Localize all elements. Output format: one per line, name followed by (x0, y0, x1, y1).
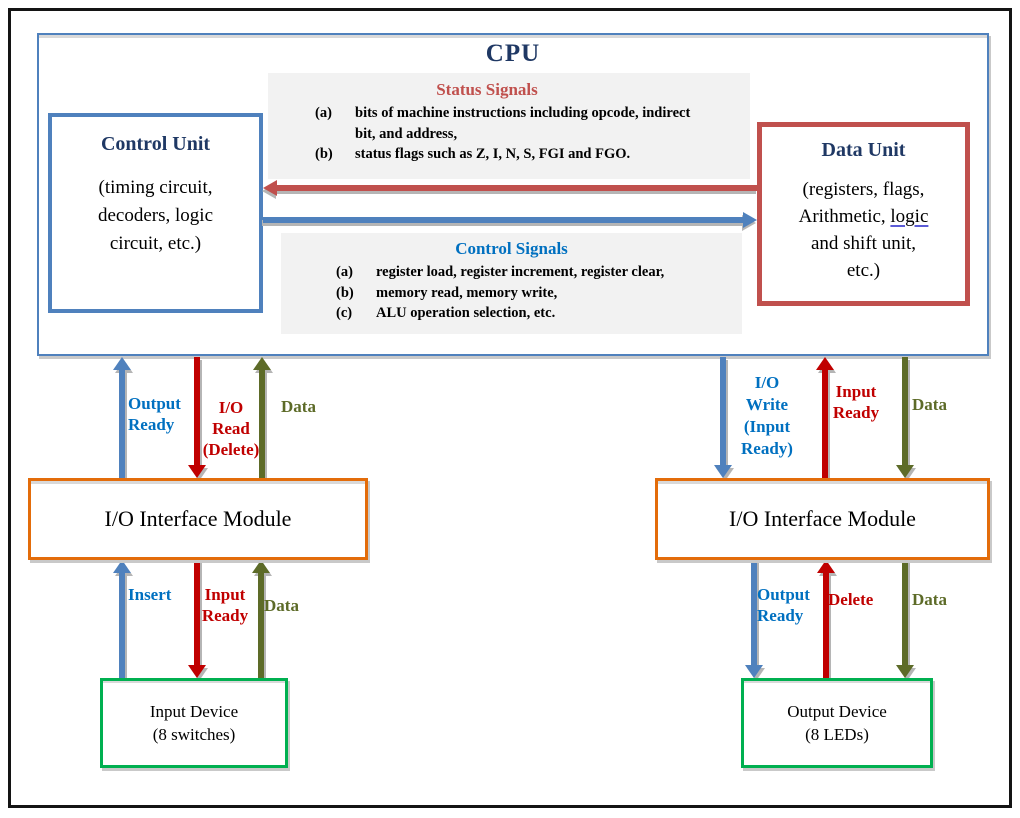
output-ready-arrow-right (745, 560, 763, 678)
insert-label: Insert (128, 585, 172, 604)
item-marker: (a) (315, 105, 332, 121)
arrow-head (745, 665, 763, 678)
input-ready-arrow-left (188, 560, 206, 678)
item-marker: (a) (336, 264, 353, 280)
arrow-head (188, 665, 206, 678)
arrow-head (252, 560, 270, 573)
data-unit-underlined-word: logic (890, 206, 929, 227)
item-text: ALU operation selection, etc. (376, 305, 556, 321)
arrow-shaft (720, 357, 726, 466)
arrow-head (816, 357, 834, 370)
data-label-left-bottom: Data (264, 596, 299, 615)
status-bus-arrow-left (263, 180, 757, 196)
input-device-box: Input Device (8 switches) (100, 678, 288, 768)
output-ready-label-left: Output Ready (128, 394, 181, 434)
output-device-box: Output Device (8 LEDs) (741, 678, 933, 768)
arrow-head (263, 180, 277, 196)
arrow-shaft (259, 369, 265, 478)
io-write-label: I/O Write (Input Ready) (741, 373, 793, 458)
output-ready-label-right: Output Ready (757, 585, 810, 625)
input-ready-label-right: Input Ready (832, 382, 880, 422)
io-read-arrow (188, 357, 206, 478)
arrow-head (253, 357, 271, 370)
control-signals-title: Control Signals (455, 239, 568, 258)
data-unit-box: Data Unit (registers, flags, Arithmetic,… (757, 122, 970, 306)
output-ready-arrow-left (113, 357, 131, 478)
arrow-head (113, 560, 131, 573)
status-signals-title: Status Signals (436, 80, 538, 99)
item-marker: (b) (336, 284, 354, 301)
control-signal-item: (a) register load, register increment, r… (281, 262, 742, 283)
arrow-shaft (276, 185, 757, 191)
control-unit-title: Control Unit (100, 133, 211, 155)
control-unit-box: Control Unit (timing circuit, decoders, … (48, 113, 263, 313)
item-marker: (c) (336, 305, 353, 321)
arrow-head (743, 212, 757, 228)
status-signal-item: (b) status flags such as Z, I, N, S, FGI… (268, 144, 750, 165)
arrow-shaft (902, 357, 908, 466)
arrow-head (113, 357, 131, 370)
arrow-head (714, 465, 732, 478)
item-text: register load, register increment, regis… (376, 264, 665, 280)
arrow-shaft (823, 572, 829, 678)
io-read-label: I/O Read (Delete) (202, 398, 260, 459)
arrow-head (896, 465, 914, 478)
data-label-left-top: Data (281, 397, 316, 416)
arrow-shaft (194, 560, 200, 666)
arrow-shaft (258, 572, 264, 678)
io-interface-module-right: I/O Interface Module (655, 478, 990, 560)
arrow-head (188, 465, 206, 478)
data-unit-text-start: (registers, flags, Arithmetic, (798, 179, 925, 227)
control-signals-panel: Control Signals (a) register load, regis… (281, 233, 742, 334)
arrow-shaft (822, 369, 828, 478)
data-arrow-left-top (253, 357, 271, 478)
data-label-right-bottom: Data (912, 590, 947, 609)
output-device-label: Output Device (8 LEDs) (787, 702, 887, 744)
item-marker: (b) (315, 146, 333, 162)
input-ready-label-left: Input Ready (201, 585, 249, 625)
control-unit-description: (timing circuit, decoders, logic circuit… (97, 177, 213, 254)
cpu-title: CPU (485, 40, 541, 67)
arrow-head (817, 560, 835, 573)
item-text: memory read, memory write, (376, 284, 558, 301)
outer-frame (8, 8, 1012, 808)
control-signal-item: (b) memory read, memory write, (281, 283, 742, 304)
item-text: status flags such as Z, I, N, S, FGI and… (355, 146, 631, 162)
data-arrow-left-bottom (252, 560, 270, 678)
arrow-shaft (902, 560, 908, 666)
io-interface-module-left: I/O Interface Module (28, 478, 368, 560)
arrow-head (896, 665, 914, 678)
insert-arrow (113, 560, 131, 678)
status-signal-item: (a) bits of machine instructions includi… (268, 103, 750, 144)
data-unit-description: (registers, flags, Arithmetic, logic and… (762, 176, 965, 284)
data-arrow-right-bottom (896, 560, 914, 678)
arrow-shaft (194, 357, 200, 466)
control-signal-item: (c) ALU operation selection, etc. (281, 303, 742, 324)
control-bus-arrow-right (263, 212, 757, 228)
delete-label: Delete (828, 590, 874, 609)
input-device-label: Input Device (8 switches) (149, 702, 239, 744)
data-arrow-right-top (896, 357, 914, 478)
data-unit-text-end: and shift unit, etc.) (810, 233, 917, 281)
data-label-right-top: Data (912, 395, 947, 414)
status-signals-list: (a) bits of machine instructions includi… (268, 103, 750, 165)
status-signals-panel: Status Signals (a) bits of machine instr… (268, 73, 750, 179)
input-ready-arrow-right (816, 357, 834, 478)
delete-arrow (817, 560, 835, 678)
arrow-shaft (263, 217, 744, 223)
io-write-arrow (714, 357, 732, 478)
cpu-box: CPU (37, 33, 989, 356)
io-interface-module-right-label: I/O Interface Module (729, 506, 916, 531)
arrow-shaft (119, 572, 125, 678)
control-signals-list: (a) register load, register increment, r… (281, 262, 742, 324)
data-unit-title: Data Unit (821, 139, 906, 161)
item-text: bits of machine instructions including o… (355, 105, 691, 142)
arrow-shaft (751, 560, 757, 666)
arrow-shaft (119, 369, 125, 478)
io-interface-module-left-label: I/O Interface Module (104, 506, 292, 531)
